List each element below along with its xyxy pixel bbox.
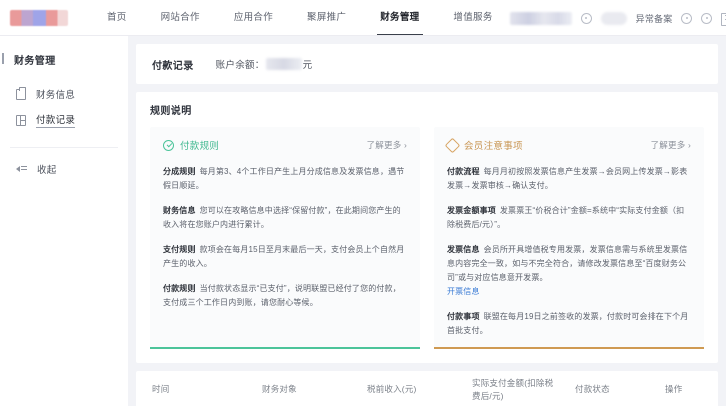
rule-label: 付款事项 [447, 312, 480, 321]
nav-item-screen-promotion[interactable]: 聚屏推广 [307, 12, 347, 23]
sidebar-title: 财务管理 [0, 52, 128, 67]
rule-text: 联盟在每月19日之前签收的发票，付款时可会排在下个月首批支付。 [447, 312, 689, 335]
rule-text: 发票票王“价税合计”金额=系统中“实际支付金额（扣除税费后/元）”。 [447, 206, 685, 229]
account-name-redacted [509, 11, 572, 25]
rule-text: 您可以在攻略信息中选择“保留付款”，在此期间您产生的收入将在您账户内进行累计。 [163, 206, 401, 229]
rule-label: 发票金额事项 [447, 206, 496, 215]
rule-paragraph: 支付规则款项会在每月15日至月末最后一天，支付会员上个自然月产生的收入。 [163, 243, 407, 271]
rule-paragraph: 付款事项联盟在每月19日之前签收的发票，付款时可会排在下个月首批支付。 [447, 310, 691, 338]
rule-label: 财务信息 [163, 206, 196, 215]
column-header-payment-status: 付款状态 [575, 384, 610, 395]
status-badge: 异常备案 [635, 13, 673, 24]
nav-item-finance-management[interactable]: 财务管理 [363, 0, 436, 36]
table-header-row: 时间 财务对象 税前收入(元) 实际支付金额(扣除税费后/元) 付款状态 操作 [152, 371, 702, 406]
main-nav: 首页 网站合作 应用合作 聚屏推广 财务管理 增值服务 [90, 0, 510, 36]
rule-label: 付款流程 [447, 167, 480, 176]
balance-label: 账户余额： [215, 60, 265, 71]
balance-value-redacted [265, 58, 302, 70]
rule-text: 每月第3、4个工作日产生上月分成信息及发票信息，遇节假日顺延。 [163, 167, 405, 190]
member-notice-more-link[interactable]: 了解更多 › [650, 140, 691, 150]
sidebar-item-label: 财务信息 [36, 90, 76, 101]
column-header-finance-object: 财务对象 [262, 384, 297, 395]
payment-rules-header: 付款规则 了解更多 › [163, 138, 407, 152]
top-right-area: 异常备案 [509, 11, 726, 26]
collapse-icon [16, 165, 27, 174]
rule-paragraph: 付款规则当付款状态显示“已支付”，说明联盟已经付了您的付款，支付成三个工作日内到… [163, 282, 407, 310]
rule-text: 当付款状态显示“已支付”，说明联盟已经付了您的付款，支付成三个工作日内到账，请您… [163, 284, 401, 307]
rule-paragraph: 财务信息您可以在攻略信息中选择“保留付款”，在此期间您产生的收入将在您账户内进行… [163, 204, 407, 232]
rule-label: 支付规则 [163, 245, 196, 254]
rule-text: 会员所开具增值税专用发票，发票信息需与系统里发票信息内容完全一致，如与不完全符合… [447, 245, 688, 282]
member-notice-accent-bar [434, 347, 704, 349]
rule-paragraph: 发票信息会员所开具增值税专用发票，发票信息需与系统里发票信息内容完全一致，如与不… [447, 243, 691, 299]
rule-label: 分成规则 [163, 167, 196, 176]
member-notice-card: 会员注意事项 了解更多 › 付款流程每月月初按照发票信息产生发票→会员网上传发票… [434, 127, 704, 349]
column-header-time: 时间 [152, 384, 170, 395]
payment-rules-title: 付款规则 [180, 141, 220, 152]
top-navigation-bar: 首页 网站合作 应用合作 聚屏推广 财务管理 增值服务 异常备案 [0, 0, 726, 36]
payment-rules-more-link[interactable]: 了解更多 › [366, 140, 407, 150]
table-icon [16, 114, 26, 126]
rules-row: 付款规则 了解更多 › 分成规则每月第3、4个工作日产生上月分成信息及发票信息，… [150, 127, 704, 349]
page-header-card: 付款记录 账户余额： 元 [136, 44, 718, 84]
notification-icon[interactable] [681, 12, 693, 24]
rule-paragraph: 分成规则每月第3、4个工作日产生上月分成信息及发票信息，遇节假日顺延。 [163, 165, 407, 193]
nav-item-value-added-services[interactable]: 增值服务 [453, 12, 493, 23]
collapse-label: 收起 [37, 165, 57, 176]
rule-paragraph: 付款流程每月月初按照发票信息产生发票→会员网上传发票→影表发票→发票审核→确认支… [447, 165, 691, 193]
warning-diamond-icon [444, 137, 461, 153]
sidebar: 财务管理 财务信息 付款记录 收起 [0, 36, 128, 406]
sidebar-item-payment-records[interactable]: 付款记录 [0, 107, 128, 133]
sidebar-item-finance-info[interactable]: 财务信息 [0, 81, 128, 107]
rule-label: 发票信息 [447, 245, 480, 254]
site-logo[interactable] [10, 10, 68, 26]
check-circle-icon [163, 139, 174, 151]
nav-item-app-cooperation[interactable]: 应用合作 [233, 12, 274, 23]
page-title: 付款记录 [152, 60, 194, 72]
balance-unit: 元 [302, 60, 313, 71]
logout-icon[interactable] [721, 12, 726, 26]
rule-text: 款项会在每月15日至月末最后一天，支付会员上个自然月产生的收入。 [163, 245, 405, 268]
main-content: 付款记录 账户余额： 元 规则说明 付款规则 了解更多 › [128, 36, 726, 406]
sidebar-collapse-button[interactable]: 收起 [0, 154, 128, 184]
sidebar-divider [10, 147, 118, 148]
nav-item-website-cooperation[interactable]: 网站合作 [160, 12, 200, 23]
column-header-pretax-income: 税前收入(元) [367, 384, 417, 395]
member-notice-header: 会员注意事项 了解更多 › [444, 137, 691, 153]
help-icon[interactable] [580, 12, 592, 24]
column-header-action: 操作 [665, 384, 683, 395]
payment-rules-accent-bar [150, 347, 420, 349]
payment-rules-card: 付款规则 了解更多 › 分成规则每月第3、4个工作日产生上月分成信息及发票信息，… [150, 127, 420, 349]
rule-label: 付款规则 [163, 284, 196, 293]
settings-icon[interactable] [701, 12, 713, 24]
rules-section-title: 规则说明 [150, 106, 192, 117]
nav-item-home[interactable]: 首页 [107, 12, 127, 23]
rule-paragraph: 发票金额事项发票票王“价税合计”金额=系统中“实际支付金额（扣除税费后/元）”。 [447, 204, 691, 232]
sidebar-item-label: 付款记录 [36, 112, 76, 128]
payment-records-table: 时间 财务对象 税前收入(元) 实际支付金额(扣除税费后/元) 付款状态 操作 … [136, 371, 718, 406]
member-notice-title: 会员注意事项 [464, 141, 523, 152]
document-icon [16, 86, 26, 100]
invoice-info-link[interactable]: 开票信息 [447, 287, 480, 296]
rules-card: 规则说明 付款规则 了解更多 › 分成规则每月第3、4个工作日产生上月分成信息及… [136, 92, 718, 363]
avatar[interactable] [600, 11, 627, 25]
page-body: 财务管理 财务信息 付款记录 收起 付款记录 账户余额： 元 规则说 [0, 36, 726, 406]
account-balance: 账户余额： 元 [216, 57, 313, 71]
rule-text: 每月月初按照发票信息产生发票→会员网上传发票→影表发票→发票审核→确认支付。 [447, 167, 688, 190]
column-header-actual-paid: 实际支付金额(扣除税费后/元) [472, 377, 554, 401]
